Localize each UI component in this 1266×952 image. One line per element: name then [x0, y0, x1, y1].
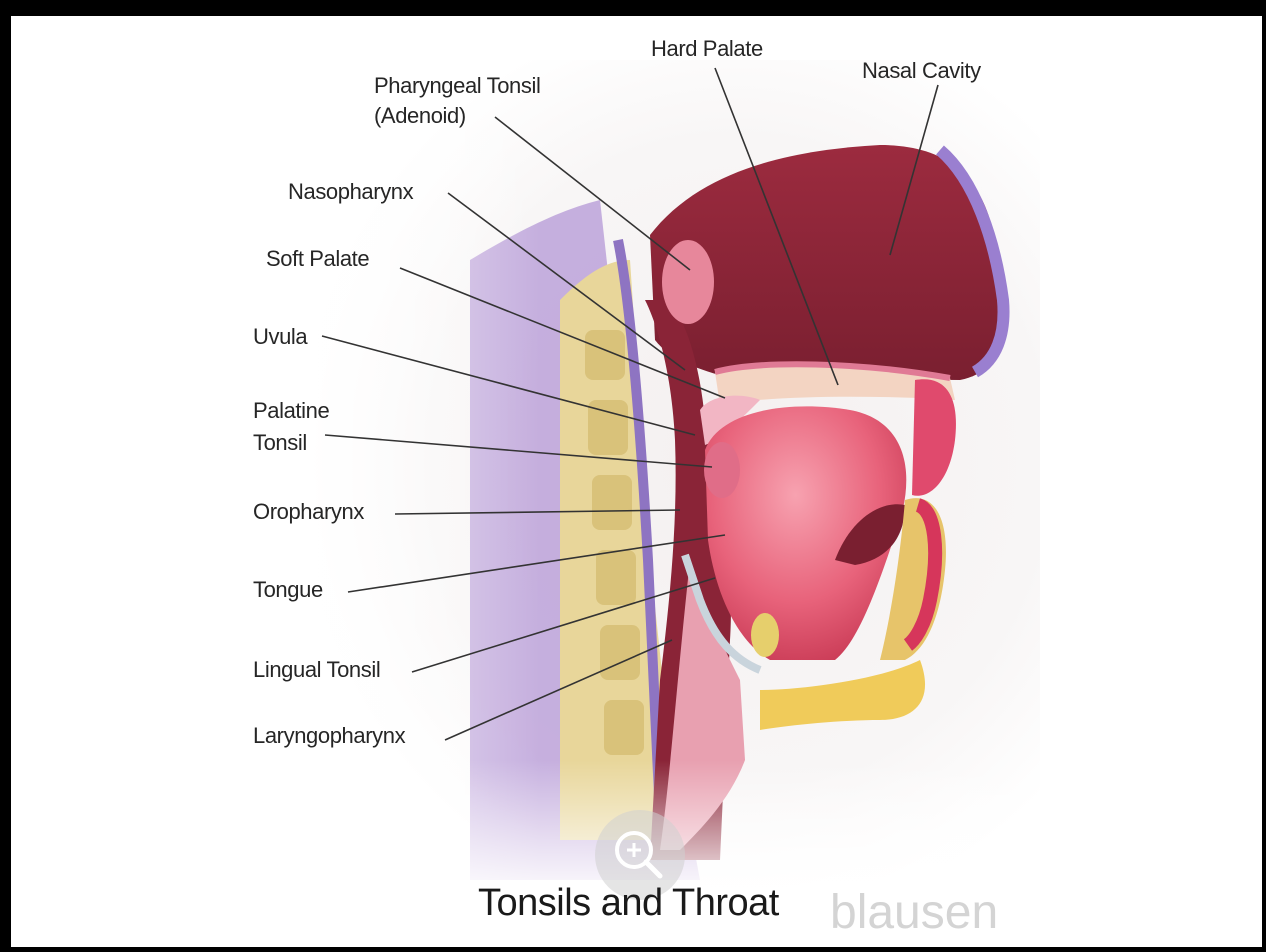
adenoid	[662, 240, 714, 324]
label-nasal-cavity: Nasal Cavity	[862, 58, 981, 83]
palatine-tonsil	[704, 442, 740, 498]
label-adenoid: (Adenoid)	[374, 103, 466, 128]
label-tongue: Tongue	[253, 577, 323, 602]
label-oropharynx: Oropharynx	[253, 499, 364, 524]
label-soft-palate: Soft Palate	[266, 246, 369, 271]
label-hard-palate: Hard Palate	[651, 36, 763, 61]
label-uvula: Uvula	[253, 324, 307, 349]
label-laryngopharynx: Laryngopharynx	[253, 723, 405, 748]
label-lingual-tonsil: Lingual Tonsil	[253, 657, 380, 682]
hyoid	[751, 613, 779, 657]
diagram-title: Tonsils and Throat	[478, 882, 779, 925]
label-palatine: Palatine	[253, 398, 329, 423]
label-nasopharynx: Nasopharynx	[288, 179, 413, 204]
label-tonsil: Tonsil	[253, 430, 307, 455]
brand-watermark: blausen	[830, 885, 998, 940]
label-pharyngeal-tonsil: Pharyngeal Tonsil	[374, 73, 540, 98]
